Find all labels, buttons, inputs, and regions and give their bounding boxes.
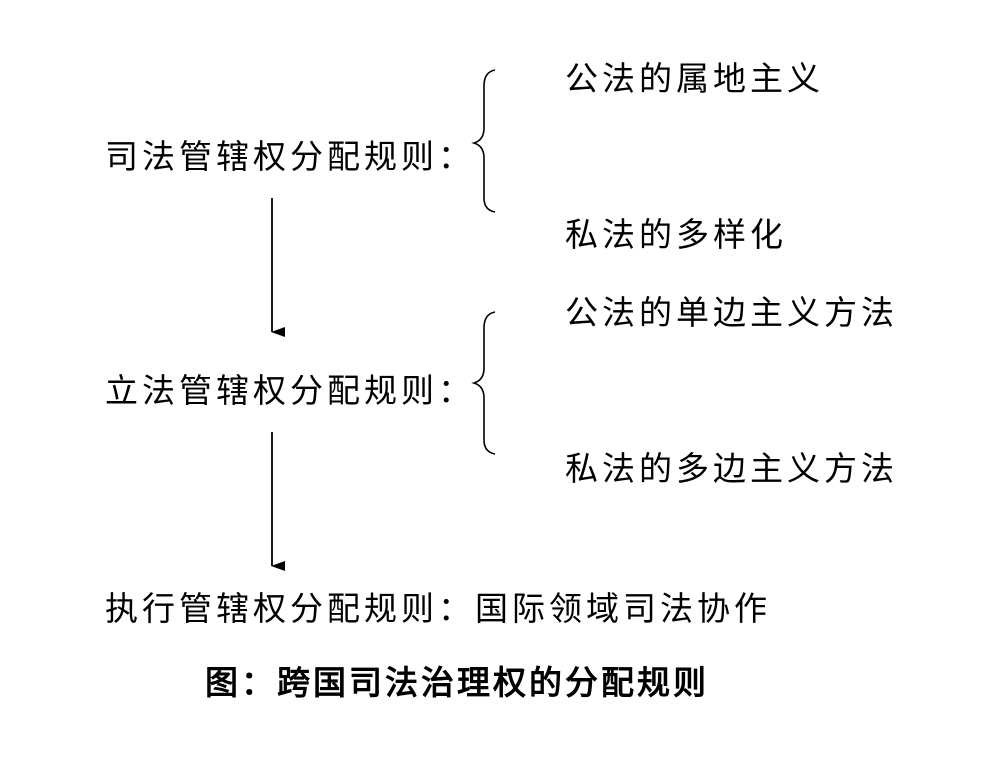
legislative-rule-label: 立法管辖权分配规则： bbox=[105, 371, 475, 410]
legislative-brace bbox=[471, 311, 496, 455]
enforcement-rule-label: 执行管辖权分配规则：国际领域司法协作 bbox=[105, 589, 771, 628]
judicial-branch-bottom: 私法的多样化 bbox=[565, 215, 787, 254]
judicial-brace bbox=[471, 69, 496, 213]
legislative-branch-bottom: 私法的多边主义方法 bbox=[565, 449, 898, 488]
figure-caption: 图：跨国司法治理权的分配规则 bbox=[205, 663, 709, 702]
judicial-rule-label: 司法管辖权分配规则： bbox=[105, 137, 475, 176]
judicial-branch-top: 公法的属地主义 bbox=[565, 59, 824, 98]
legislative-branch-top: 公法的单边主义方法 bbox=[565, 293, 898, 332]
